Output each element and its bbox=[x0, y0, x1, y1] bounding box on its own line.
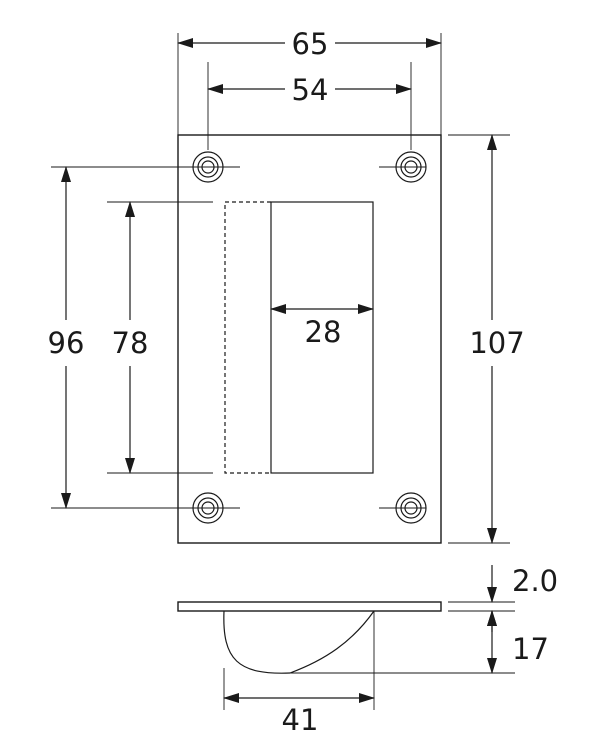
recess-hidden-edge bbox=[224, 201, 271, 474]
dim-label-overall-height: 107 bbox=[469, 326, 524, 360]
dim-label-plate-thickness: 2.0 bbox=[512, 564, 558, 598]
dim-label-hole-spacing-horizontal: 54 bbox=[292, 73, 329, 107]
dim-label-overall-width: 65 bbox=[292, 27, 329, 61]
plate-side bbox=[177, 601, 442, 612]
extension-lines bbox=[51, 33, 510, 544]
dimension-labels: 65 54 96 78 107 28 2.0 17 41 bbox=[48, 27, 559, 737]
plate-outline bbox=[177, 134, 442, 544]
dimension-lines-front bbox=[61, 38, 497, 544]
extension-lines-side bbox=[223, 601, 515, 710]
dim-label-recess-length-side: 41 bbox=[282, 703, 319, 737]
dim-label-recess-width: 28 bbox=[305, 315, 342, 349]
recess-opening bbox=[270, 201, 374, 474]
dim-label-recess-height: 78 bbox=[112, 326, 149, 360]
cup-profile bbox=[223, 610, 375, 674]
side-view bbox=[177, 601, 442, 674]
dimension-lines-side bbox=[223, 565, 497, 703]
dim-label-recess-depth: 17 bbox=[512, 632, 549, 666]
dim-label-hole-spacing-vertical: 96 bbox=[48, 326, 85, 360]
